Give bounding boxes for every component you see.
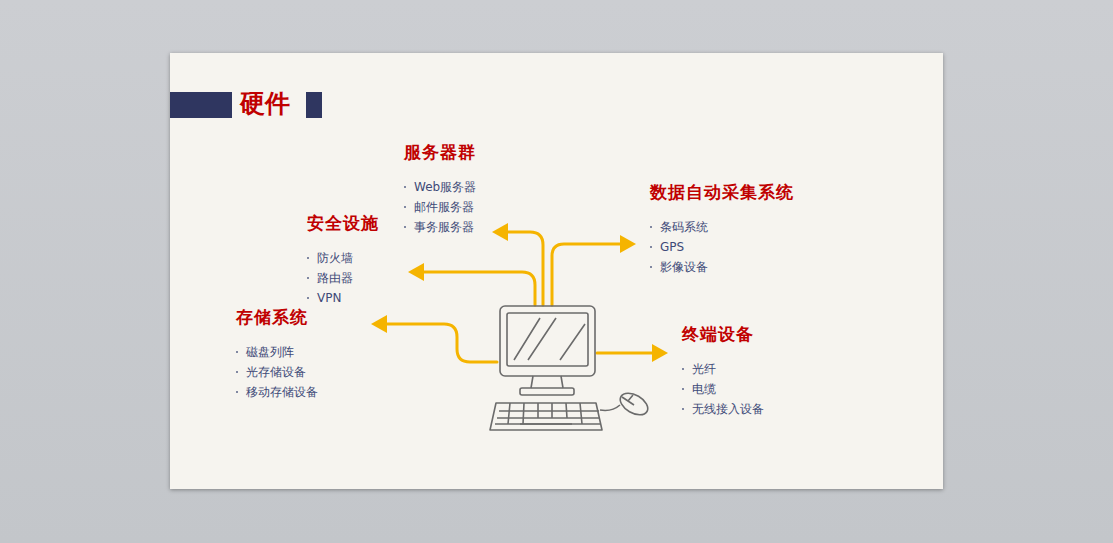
bullet-dot [307, 277, 309, 279]
bullet-dot [307, 257, 309, 259]
list-item: 光存储设备 [246, 365, 306, 379]
list-item: GPS [660, 240, 684, 254]
category-heading: 数据自动采集系统 [650, 183, 794, 202]
bullet-dot [236, 351, 238, 353]
bullet-dot [404, 206, 406, 208]
list-item: 磁盘列阵 [246, 345, 294, 359]
arrows [386, 232, 653, 362]
list-item: 光纤 [692, 362, 716, 376]
category-heading: 安全设施 [307, 214, 379, 233]
bullet-dot [682, 368, 684, 370]
list-item: 防火墙 [317, 251, 353, 265]
list-item: 条码系统 [660, 220, 708, 234]
bullet-dot [650, 266, 652, 268]
category-group: 服务器群 Web服务器邮件服务器事务服务器 [404, 143, 476, 237]
bullet-dot [682, 408, 684, 410]
bullet-dot [236, 391, 238, 393]
list-item: 邮件服务器 [414, 200, 474, 214]
title-bar [306, 92, 322, 118]
bullet-dot [307, 297, 309, 299]
list-item: 路由器 [317, 271, 353, 285]
list-item: 影像设备 [660, 260, 708, 274]
list-item: 电缆 [692, 382, 716, 396]
category-heading: 终端设备 [682, 325, 754, 344]
bullet-dot [236, 371, 238, 373]
list-item: 无线接入设备 [692, 402, 764, 416]
list-item: 事务服务器 [414, 220, 474, 234]
category-heading: 服务器群 [404, 143, 476, 162]
category-group: 终端设备光纤电缆无线接入设备 [682, 325, 764, 419]
bullet-dot [404, 226, 406, 228]
bullet-dot [650, 246, 652, 248]
slide-title: 硬件 [240, 89, 290, 119]
category-group: 安全设施防火墙路由器 VPN [307, 214, 379, 308]
title-bar [170, 92, 232, 118]
list-item: VPN [317, 291, 341, 305]
bullet-dot [682, 388, 684, 390]
list-item: Web服务器 [414, 180, 476, 194]
category-heading: 存储系统 [236, 308, 308, 327]
list-item: 移动存储设备 [246, 385, 318, 399]
bullet-dot [650, 226, 652, 228]
category-group: 存储系统磁盘列阵光存储设备移动存储设备 [236, 308, 318, 402]
bullet-dot [404, 186, 406, 188]
category-group: 数据自动采集系统条码系统 GPS 影像设备 [650, 183, 794, 277]
computer [490, 306, 651, 430]
arrow-heads [371, 223, 668, 362]
